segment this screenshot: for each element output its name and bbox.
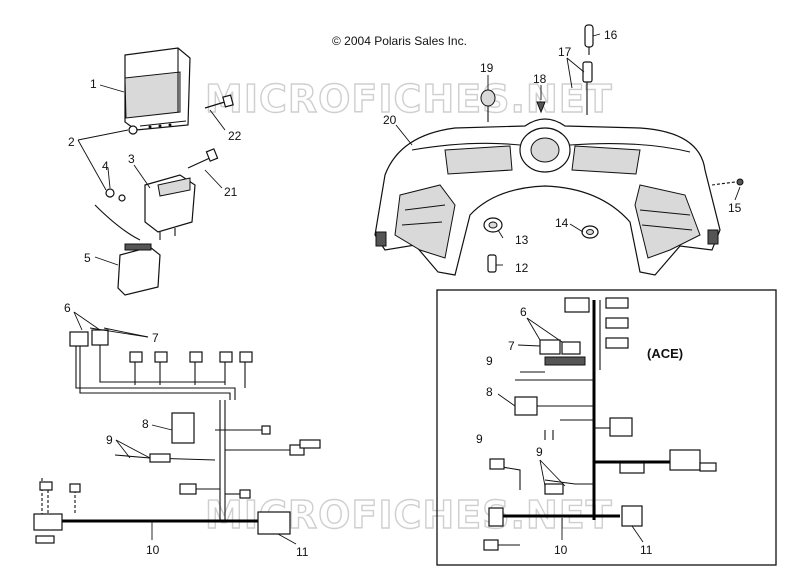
callout-7: 7	[152, 331, 159, 345]
ace-wire-harness	[483, 297, 717, 551]
ace-callout-11: 11	[640, 543, 653, 557]
watermark-top: MICROFICHES.NET	[205, 77, 613, 121]
ace-callout-9-left: 9	[476, 432, 483, 446]
callout-22: 22	[228, 129, 242, 143]
callout-16: 16	[604, 28, 618, 42]
part-18-screw	[536, 101, 546, 114]
callout-4: 4	[102, 159, 109, 173]
callout-14: 14	[555, 216, 569, 230]
part-3-relay	[144, 174, 196, 240]
callout-5: 5	[84, 251, 91, 265]
callout-17: 17	[558, 45, 572, 59]
callout-2: 2	[68, 135, 75, 149]
part-4-nut	[105, 188, 115, 198]
part-14-grommet	[581, 225, 599, 239]
copyright-notice: © 2004 Polaris Sales Inc.	[332, 34, 467, 48]
ace-label: (ACE)	[647, 346, 683, 361]
callout-8: 8	[142, 417, 149, 431]
callout-3: 3	[128, 152, 135, 166]
ace-callout-9-upper: 9	[486, 354, 493, 368]
part-21-bolt	[187, 148, 219, 169]
main-wire-harness	[33, 329, 321, 544]
callout-10: 10	[146, 543, 160, 557]
ace-callout-8: 8	[486, 385, 493, 399]
callout-13: 13	[515, 233, 529, 247]
callout-1: 1	[90, 77, 97, 91]
callout-20: 20	[383, 113, 397, 127]
callout-18: 18	[533, 72, 547, 86]
part-17-socket	[582, 61, 593, 115]
ace-callout-10: 10	[554, 543, 568, 557]
part-4-washer	[118, 194, 126, 202]
callout-19: 19	[480, 61, 494, 75]
part-16-bulb	[584, 24, 594, 55]
callout-21: 21	[224, 185, 238, 199]
part-1-module	[124, 47, 191, 131]
part-12-plug	[487, 254, 497, 273]
callouts: 1 2 3 4 5 6 7 8 9 10 11 12 13 14 15 16 1…	[64, 28, 742, 559]
ace-callout-7: 7	[508, 339, 515, 353]
part-20-dash-panel	[374, 118, 721, 276]
callout-9: 9	[106, 433, 113, 447]
ace-inset-frame	[436, 289, 777, 566]
ace-callout-6: 6	[520, 305, 527, 319]
part-15-screw	[711, 178, 744, 186]
part-13-grommet	[483, 217, 503, 233]
callout-12: 12	[515, 261, 529, 275]
ace-callout-9-middle: 9	[536, 445, 543, 459]
part-19-knob	[480, 89, 496, 122]
part-22-bolt	[204, 94, 234, 109]
callout-15: 15	[728, 201, 742, 215]
callout-6: 6	[64, 301, 71, 315]
callout-11: 11	[296, 545, 309, 559]
leader-lines	[73, 33, 741, 545]
part-5-module	[94, 204, 161, 296]
part-2-nut	[128, 125, 138, 135]
